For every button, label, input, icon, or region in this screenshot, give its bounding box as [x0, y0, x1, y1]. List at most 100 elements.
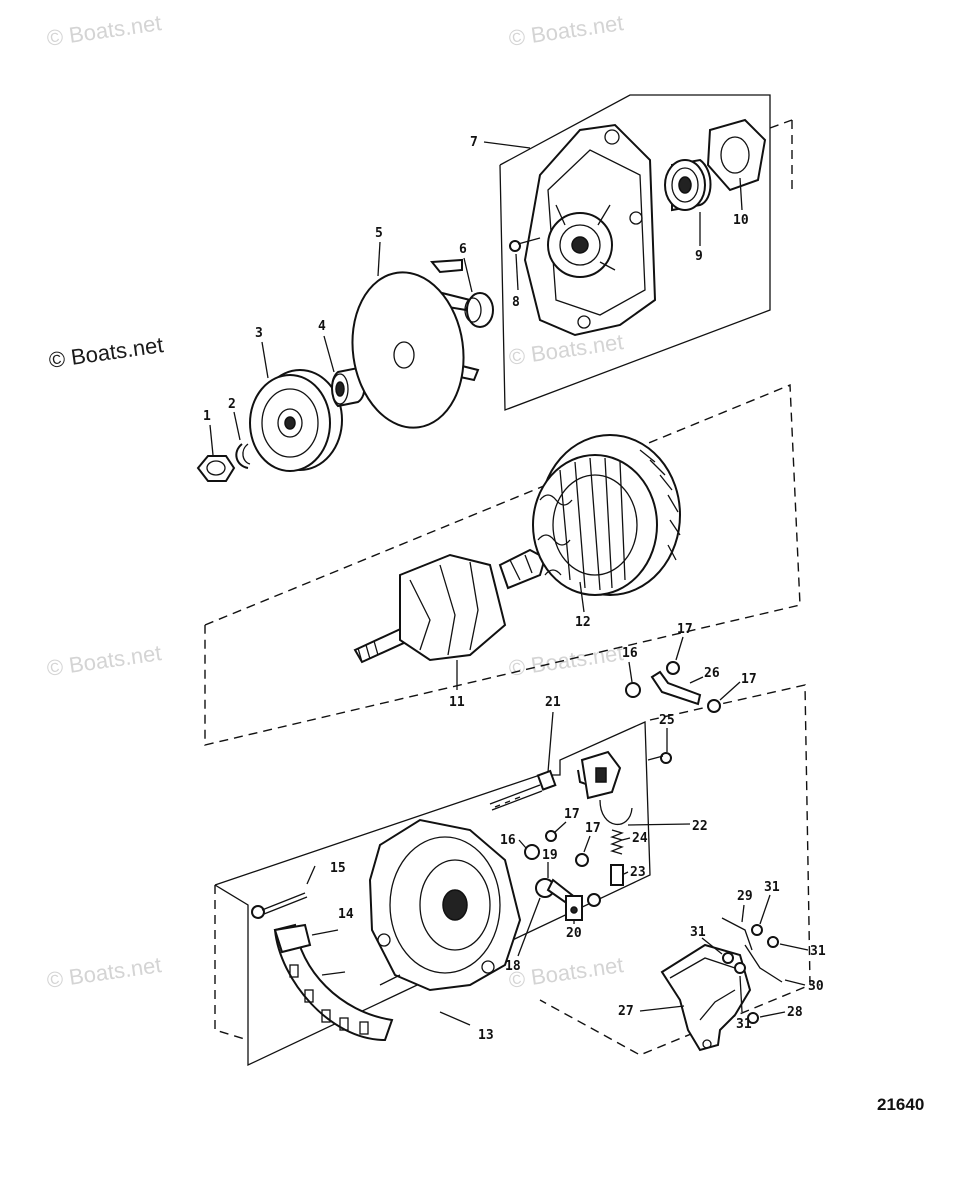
- terminal-part-20: [565, 893, 601, 921]
- callout-label: 28: [787, 1005, 803, 1020]
- leader-line: [784, 979, 806, 986]
- washer-part-31: [767, 936, 779, 948]
- callout-label: 15: [330, 861, 346, 876]
- lead-part-29: [721, 917, 753, 951]
- callout-label: 1: [203, 409, 211, 424]
- leader-line: [209, 424, 214, 456]
- callout-label: 22: [692, 819, 708, 834]
- watermark: © Boats.net: [47, 332, 165, 373]
- leader-line: [621, 837, 631, 841]
- fan-part-5: [351, 258, 480, 429]
- collar-part-4: [331, 366, 366, 408]
- callout-label: 29: [737, 889, 753, 904]
- leader-line: [583, 835, 591, 853]
- bearing-part-9: [664, 158, 712, 212]
- nut-part-16: [625, 682, 641, 698]
- callout-label: 18: [505, 959, 521, 974]
- callout-label: 17: [585, 821, 601, 836]
- watermark: © Boats.net: [507, 10, 625, 51]
- through-bolt-part-21: [489, 769, 557, 811]
- leader-line: [579, 581, 585, 613]
- washer-part-31: [751, 924, 763, 936]
- leader-line: [554, 821, 567, 833]
- leader-line: [628, 661, 633, 683]
- callout-label: 21: [545, 695, 561, 710]
- watermark: © Boats.net: [45, 952, 163, 993]
- nut-part-16: [524, 844, 540, 860]
- callout-label: 23: [630, 865, 646, 880]
- callout-label: 17: [677, 622, 693, 637]
- callout-label: 11: [449, 695, 465, 710]
- washer-part-17: [545, 830, 557, 842]
- callout-label: 31: [736, 1017, 752, 1032]
- dashed-guide: [539, 684, 811, 1056]
- washer-part-17: [707, 699, 721, 713]
- leader-line: [741, 904, 745, 923]
- callout-label: 5: [375, 226, 383, 241]
- callout-label: 31: [690, 925, 706, 940]
- callout-label: 3: [255, 326, 263, 341]
- callout-label: 9: [695, 249, 703, 264]
- washer-part-31: [734, 962, 746, 974]
- stator-part-12: [532, 434, 681, 596]
- callout-label: 26: [704, 666, 720, 681]
- leader-line: [483, 141, 531, 149]
- slip-ring-end-frame-part-13: [368, 818, 522, 992]
- callout-label: 17: [741, 672, 757, 687]
- callout-label: 14: [338, 907, 354, 922]
- nut-part-1: [196, 455, 236, 482]
- heat-sink-part-14: [273, 923, 401, 1042]
- leader-line: [689, 676, 704, 684]
- callout-label: 31: [810, 944, 826, 959]
- callout-label: 20: [566, 926, 582, 941]
- callout-label: 16: [622, 646, 638, 661]
- leader-line: [639, 1005, 685, 1012]
- leader-line: [759, 894, 771, 925]
- drive-end-frame-part-7: [523, 123, 657, 337]
- brush-holder-part-22: [577, 750, 633, 825]
- callout-label: 17: [564, 807, 580, 822]
- dashed-guide: [769, 119, 793, 129]
- retainer-plate-part-10: [706, 118, 767, 192]
- watermark: © Boats.net: [45, 10, 163, 51]
- callout-label: 27: [618, 1004, 634, 1019]
- leader-line: [701, 937, 723, 955]
- leader-line: [779, 943, 809, 951]
- watermark: © Boats.net: [45, 640, 163, 681]
- callout-label: 31: [764, 880, 780, 895]
- cover-part-27: [660, 943, 752, 1052]
- leader-line: [547, 711, 554, 773]
- screw-part-15: [251, 892, 308, 919]
- spring-part-24: [610, 829, 624, 855]
- rotor-part-11: [353, 548, 547, 664]
- leader-line: [261, 341, 269, 379]
- leader-line: [517, 897, 541, 957]
- leader-line: [759, 1011, 786, 1018]
- leader-line: [323, 335, 335, 373]
- callout-label: 7: [470, 135, 478, 150]
- watermark: © Boats.net: [507, 329, 625, 370]
- washer-part-31: [722, 952, 734, 964]
- figure-id: 21640: [877, 1095, 924, 1114]
- leader-line: [439, 1011, 471, 1026]
- callout-label: 30: [808, 979, 824, 994]
- leader-line: [515, 253, 519, 291]
- drive-end-frame-group-outline: [499, 94, 771, 411]
- leader-line: [233, 411, 241, 441]
- leader-line: [627, 823, 691, 826]
- callout-label: 10: [733, 213, 749, 228]
- leader-line: [739, 177, 743, 211]
- washer-part-17: [575, 853, 589, 867]
- callout-label: 8: [512, 295, 520, 310]
- leader-line: [306, 865, 316, 885]
- callout-label: 24: [632, 831, 648, 846]
- leader-line: [518, 839, 527, 849]
- callout-label: 13: [478, 1028, 494, 1043]
- callout-label: 4: [318, 319, 326, 334]
- lead-part-30: [744, 944, 783, 983]
- spacer-part-6: [464, 292, 494, 328]
- pulley-part-3: [249, 369, 343, 472]
- watermark: © Boats.net: [507, 640, 625, 681]
- spacer-ring-part-2: [235, 443, 251, 469]
- leader-line: [719, 681, 741, 701]
